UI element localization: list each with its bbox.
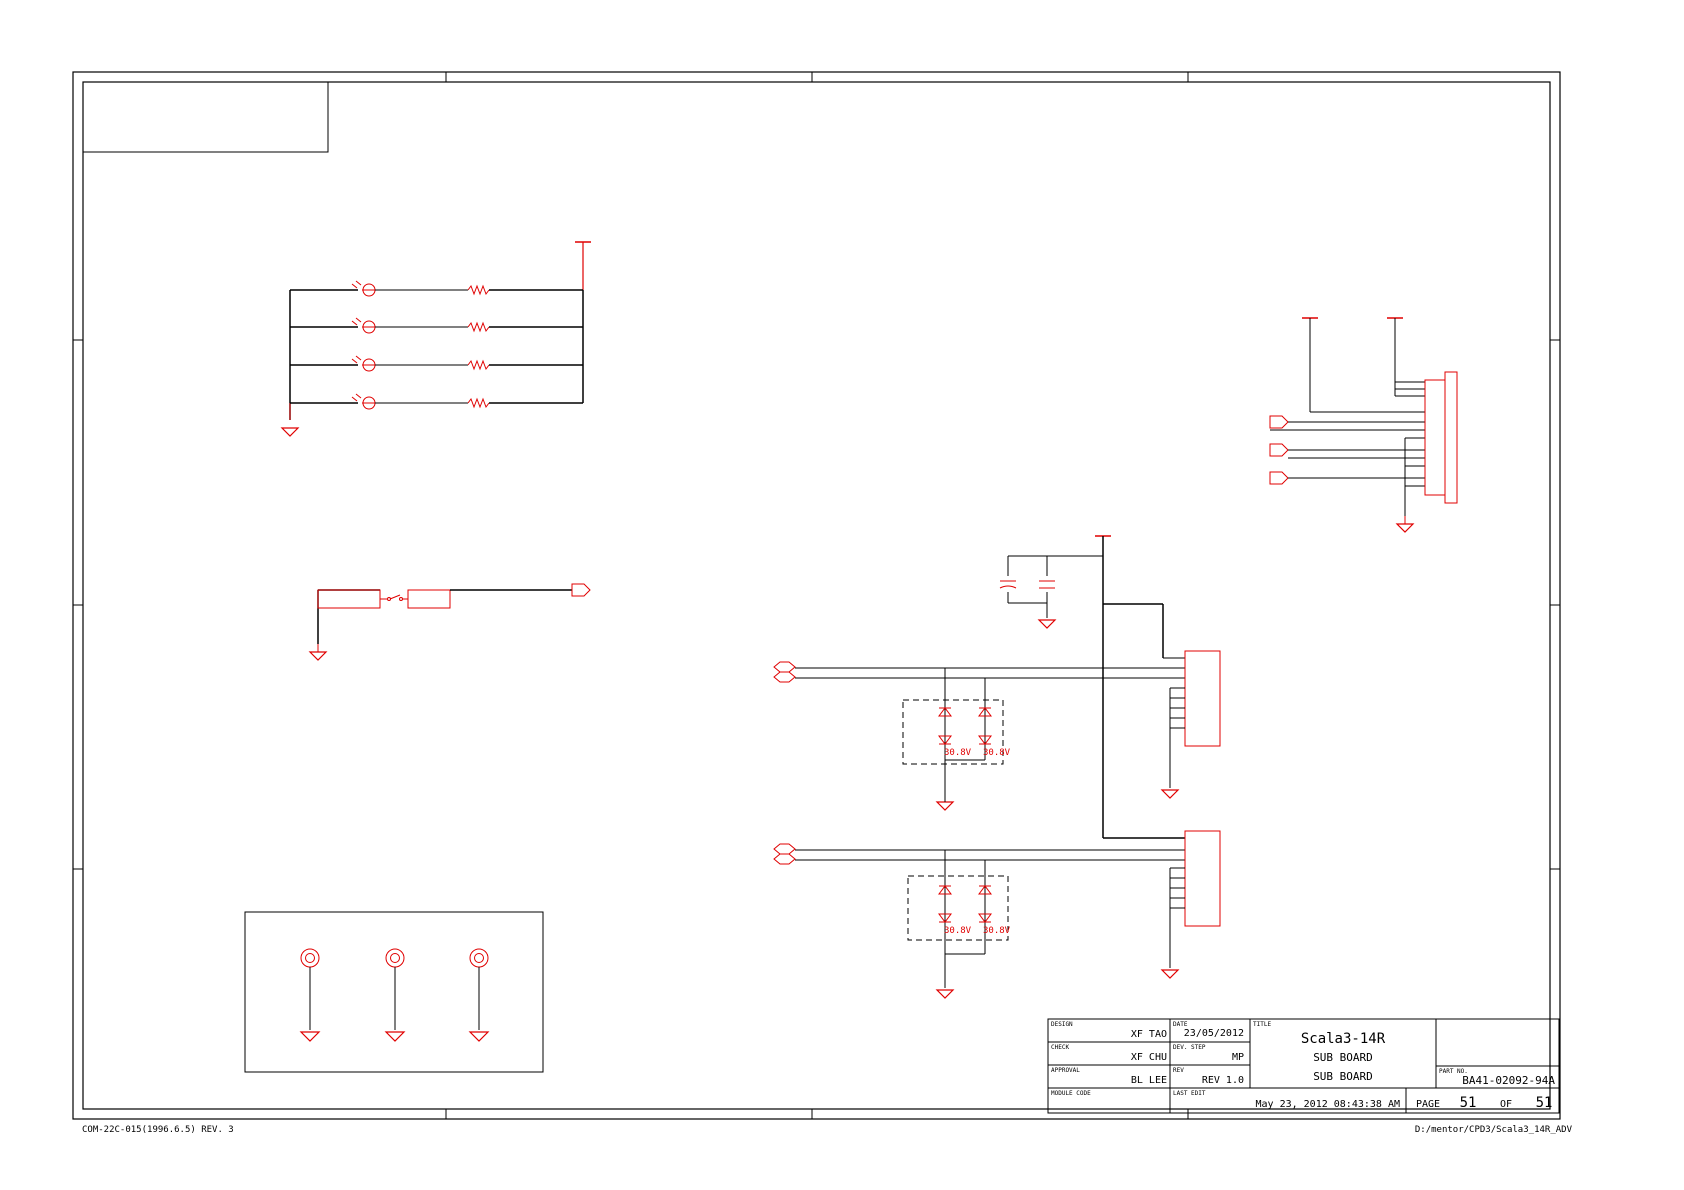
mounting-holes — [244, 911, 544, 1073]
mounting-hole — [468, 948, 490, 1042]
led-row — [290, 317, 583, 334]
dev-step-label: DEV. STEP — [1173, 1044, 1206, 1051]
part-no-label: PART NO. — [1439, 1068, 1468, 1075]
led-row — [290, 393, 583, 410]
led-row — [290, 355, 583, 372]
form-code: COM-22C-015(1996.6.5) REV. 3 — [82, 1125, 234, 1135]
design-value: XF TAO — [1131, 1029, 1167, 1040]
led-resistor-array — [280, 241, 591, 437]
title-block: DESIGN XF TAO CHECK XF CHU APPROVAL BL L… — [1047, 1018, 1560, 1114]
title-line-3: SUB BOARD — [1313, 1070, 1373, 1083]
rev-label: REV — [1173, 1067, 1184, 1074]
of-label: OF — [1500, 1099, 1512, 1110]
check-value: XF CHU — [1131, 1052, 1167, 1063]
date-label: DATE — [1173, 1021, 1188, 1028]
fuse-switch-block — [308, 583, 591, 661]
title-line-1: Scala3-14R — [1301, 1031, 1386, 1047]
last-edit-label: LAST EDIT — [1173, 1090, 1206, 1097]
dev-step-value: MP — [1232, 1052, 1244, 1063]
page-label: PAGE — [1416, 1099, 1440, 1110]
connector-top-right — [1269, 317, 1458, 533]
part-no-value: BA41-02092-94A — [1462, 1074, 1555, 1087]
approval-value: BL LEE — [1131, 1075, 1167, 1086]
total-pages: 51 — [1536, 1095, 1553, 1111]
module-code-label: MODULE CODE — [1051, 1090, 1091, 1097]
diff-connector-upper: 30.8V 30.8V — [773, 650, 1221, 811]
last-edit-value: May 23, 2012 08:43:38 AM — [1256, 1099, 1401, 1110]
diff-connector-lower: 30.8V 30.8V — [773, 830, 1221, 999]
zener-voltage-label: 30.8V — [983, 926, 1011, 936]
rev-value: REV 1.0 — [1202, 1075, 1244, 1086]
date-value: 23/05/2012 — [1184, 1028, 1244, 1039]
zener-voltage-label: 30.8V — [944, 748, 972, 758]
mounting-hole — [384, 948, 406, 1042]
title-line-2: SUB BOARD — [1313, 1051, 1373, 1064]
design-label: DESIGN — [1051, 1021, 1073, 1028]
title-label: TITLE — [1253, 1021, 1271, 1028]
zener-voltage-label: 30.8V — [944, 926, 972, 936]
page-number: 51 — [1460, 1095, 1477, 1111]
file-path: D:/mentor/CPD3/Scala3_14R_ADV — [1415, 1125, 1573, 1135]
led-row — [290, 280, 583, 297]
approval-label: APPROVAL — [1051, 1067, 1080, 1074]
mounting-hole — [299, 948, 321, 1042]
zener-voltage-label: 30.8V — [983, 748, 1011, 758]
check-label: CHECK — [1051, 1044, 1069, 1051]
power-rail-center — [999, 535, 1185, 839]
sheet-frame — [72, 71, 1561, 1120]
